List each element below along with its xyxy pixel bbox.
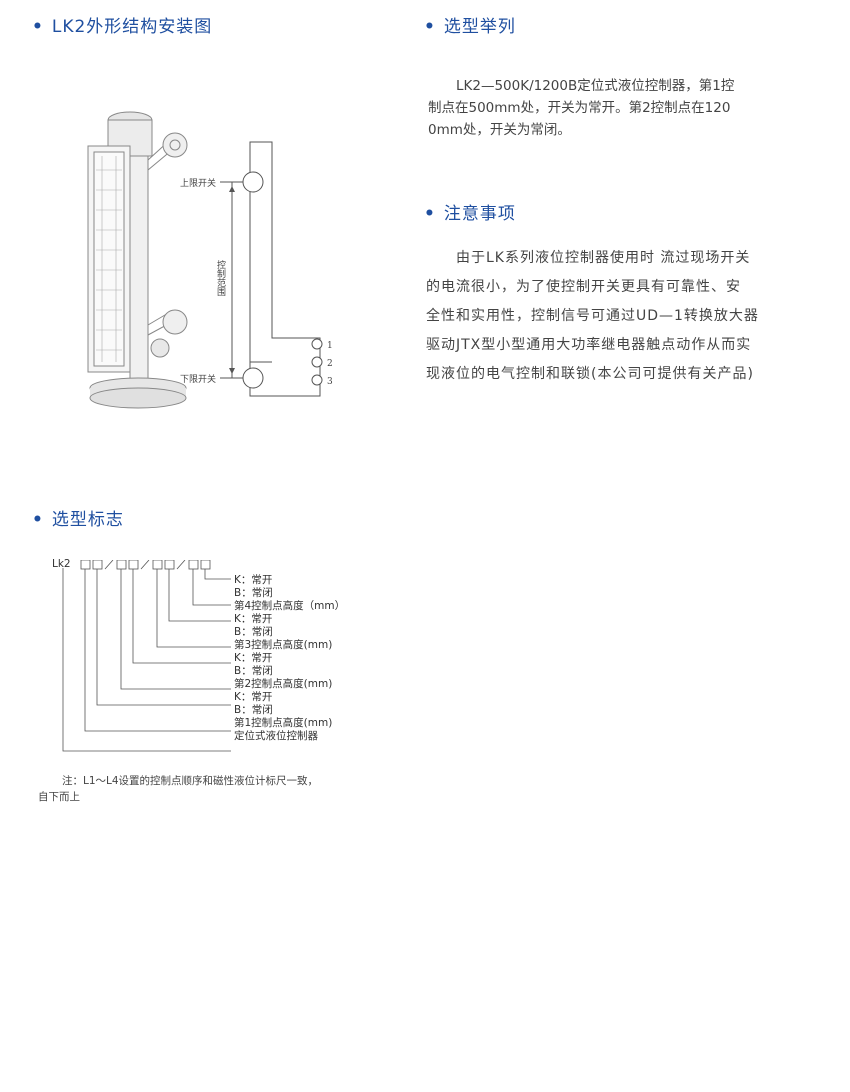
- code-label: 第3控制点高度(mm): [234, 639, 333, 651]
- leader-line: [96, 569, 231, 706]
- notice-section-title: •注意事项: [424, 204, 516, 224]
- code-box: [152, 560, 163, 570]
- example-section-title: •选型举列: [424, 17, 516, 37]
- code-prefix: Lk2: [52, 558, 71, 570]
- code-box: [200, 560, 211, 570]
- code-section-title: •选型标志: [32, 510, 124, 530]
- terminal-2-label: 2: [327, 359, 333, 369]
- example-line: 制点在500mm处，开关为常开。第2控制点在120: [428, 100, 731, 116]
- code-label: B：常闭: [234, 704, 273, 716]
- installation-drawing: 上限开关 下限开关 控制范围 1 2 3: [87, 111, 333, 409]
- code-label: K：常开: [234, 652, 273, 664]
- terminal-3-icon: [311, 374, 323, 386]
- code-label: 第1控制点高度(mm): [234, 717, 333, 729]
- code-note-line: 注：L1～L4设置的控制点顺序和磁性液位计标尺一致，: [62, 775, 319, 787]
- code-label: K：常开: [234, 691, 273, 703]
- leader-line: [168, 569, 231, 622]
- lower-switch-label: 下限开关: [180, 373, 216, 385]
- leader-line: [156, 569, 231, 648]
- code-label: K：常开: [234, 613, 273, 625]
- code-note-line: 自下而上: [38, 791, 80, 803]
- terminal-1-icon: [311, 338, 323, 350]
- upper-switch-symbol: [242, 171, 264, 193]
- example-line: 0mm处，开关为常闭。: [428, 122, 571, 138]
- code-box: [164, 560, 175, 570]
- terminal-3-label: 3: [327, 377, 333, 387]
- leader-line: [192, 569, 231, 606]
- upper-flange: [162, 132, 188, 158]
- upper-flange-bore: [169, 139, 181, 151]
- upper-switch-label: 上限开关: [180, 177, 216, 189]
- control-range-label: 控制范围: [215, 259, 226, 297]
- drain-valve: [150, 338, 170, 358]
- code-label: 第4控制点高度（mm）: [234, 600, 346, 612]
- example-line: LK2—500K/1200B定位式液位控制器，第1控: [456, 78, 735, 94]
- code-label: B：常闭: [234, 665, 273, 677]
- notice-line: 驱动JTX型小型通用大功率继电器触点动作从而实: [426, 337, 752, 353]
- code-note: 注：L1～L4设置的控制点顺序和磁性液位计标尺一致， 自下而上: [38, 773, 318, 805]
- leader-line: [204, 569, 231, 580]
- code-labels: K：常开 B：常闭 第4控制点高度（mm） K：常开 B：常闭 第3控制点高度(…: [234, 574, 345, 743]
- code-label: 第2控制点高度(mm): [234, 678, 333, 690]
- leader-line: [132, 569, 231, 664]
- code-tree-lines: [62, 560, 231, 752]
- scale-marks: [96, 156, 122, 362]
- code-box: [128, 560, 139, 570]
- terminal-1-label: 1: [327, 341, 333, 351]
- scale-panel-inner: [93, 151, 125, 367]
- leader-line: [120, 569, 231, 690]
- notice-line: 全性和实用性，控制信号可通过UD—1转换放大器: [426, 308, 759, 324]
- bullet-icon: •: [32, 17, 44, 37]
- leader-line: [62, 568, 231, 752]
- bullet-icon: •: [424, 17, 436, 37]
- install-section-title: •LK2外形结构安装图: [32, 17, 213, 37]
- lower-flange: [162, 309, 188, 335]
- code-label: B：常闭: [234, 626, 273, 638]
- bottom-flange-base: [89, 387, 187, 409]
- code-label: 定位式液位控制器: [234, 730, 318, 742]
- code-label: K：常开: [234, 574, 273, 586]
- notice-paragraph: 由于LK系列液位控制器使用时 流过现场开关 的电流很小，为了使控制开关更具有可靠…: [426, 244, 836, 389]
- lower-switch-symbol: [242, 367, 264, 389]
- notice-line: 现液位的电气控制和联锁(本公司可提供有关产品): [426, 366, 754, 382]
- float-tube: [129, 155, 149, 381]
- terminal-2-icon: [311, 356, 323, 368]
- code-box: [116, 560, 127, 570]
- code-box: [188, 560, 199, 570]
- notice-line: 由于LK系列液位控制器使用时 流过现场开关: [456, 250, 751, 266]
- bullet-icon: •: [424, 204, 436, 224]
- notice-line: 的电流很小，为了使控制开关更具有可靠性、安: [426, 279, 741, 295]
- bullet-icon: •: [32, 510, 44, 530]
- example-paragraph: LK2—500K/1200B定位式液位控制器，第1控 制点在500mm处，开关为…: [428, 75, 828, 141]
- code-box: [92, 560, 103, 570]
- leader-line: [84, 569, 231, 732]
- switch-rail: [249, 141, 321, 397]
- code-box: [80, 560, 91, 570]
- code-label: B：常闭: [234, 587, 273, 599]
